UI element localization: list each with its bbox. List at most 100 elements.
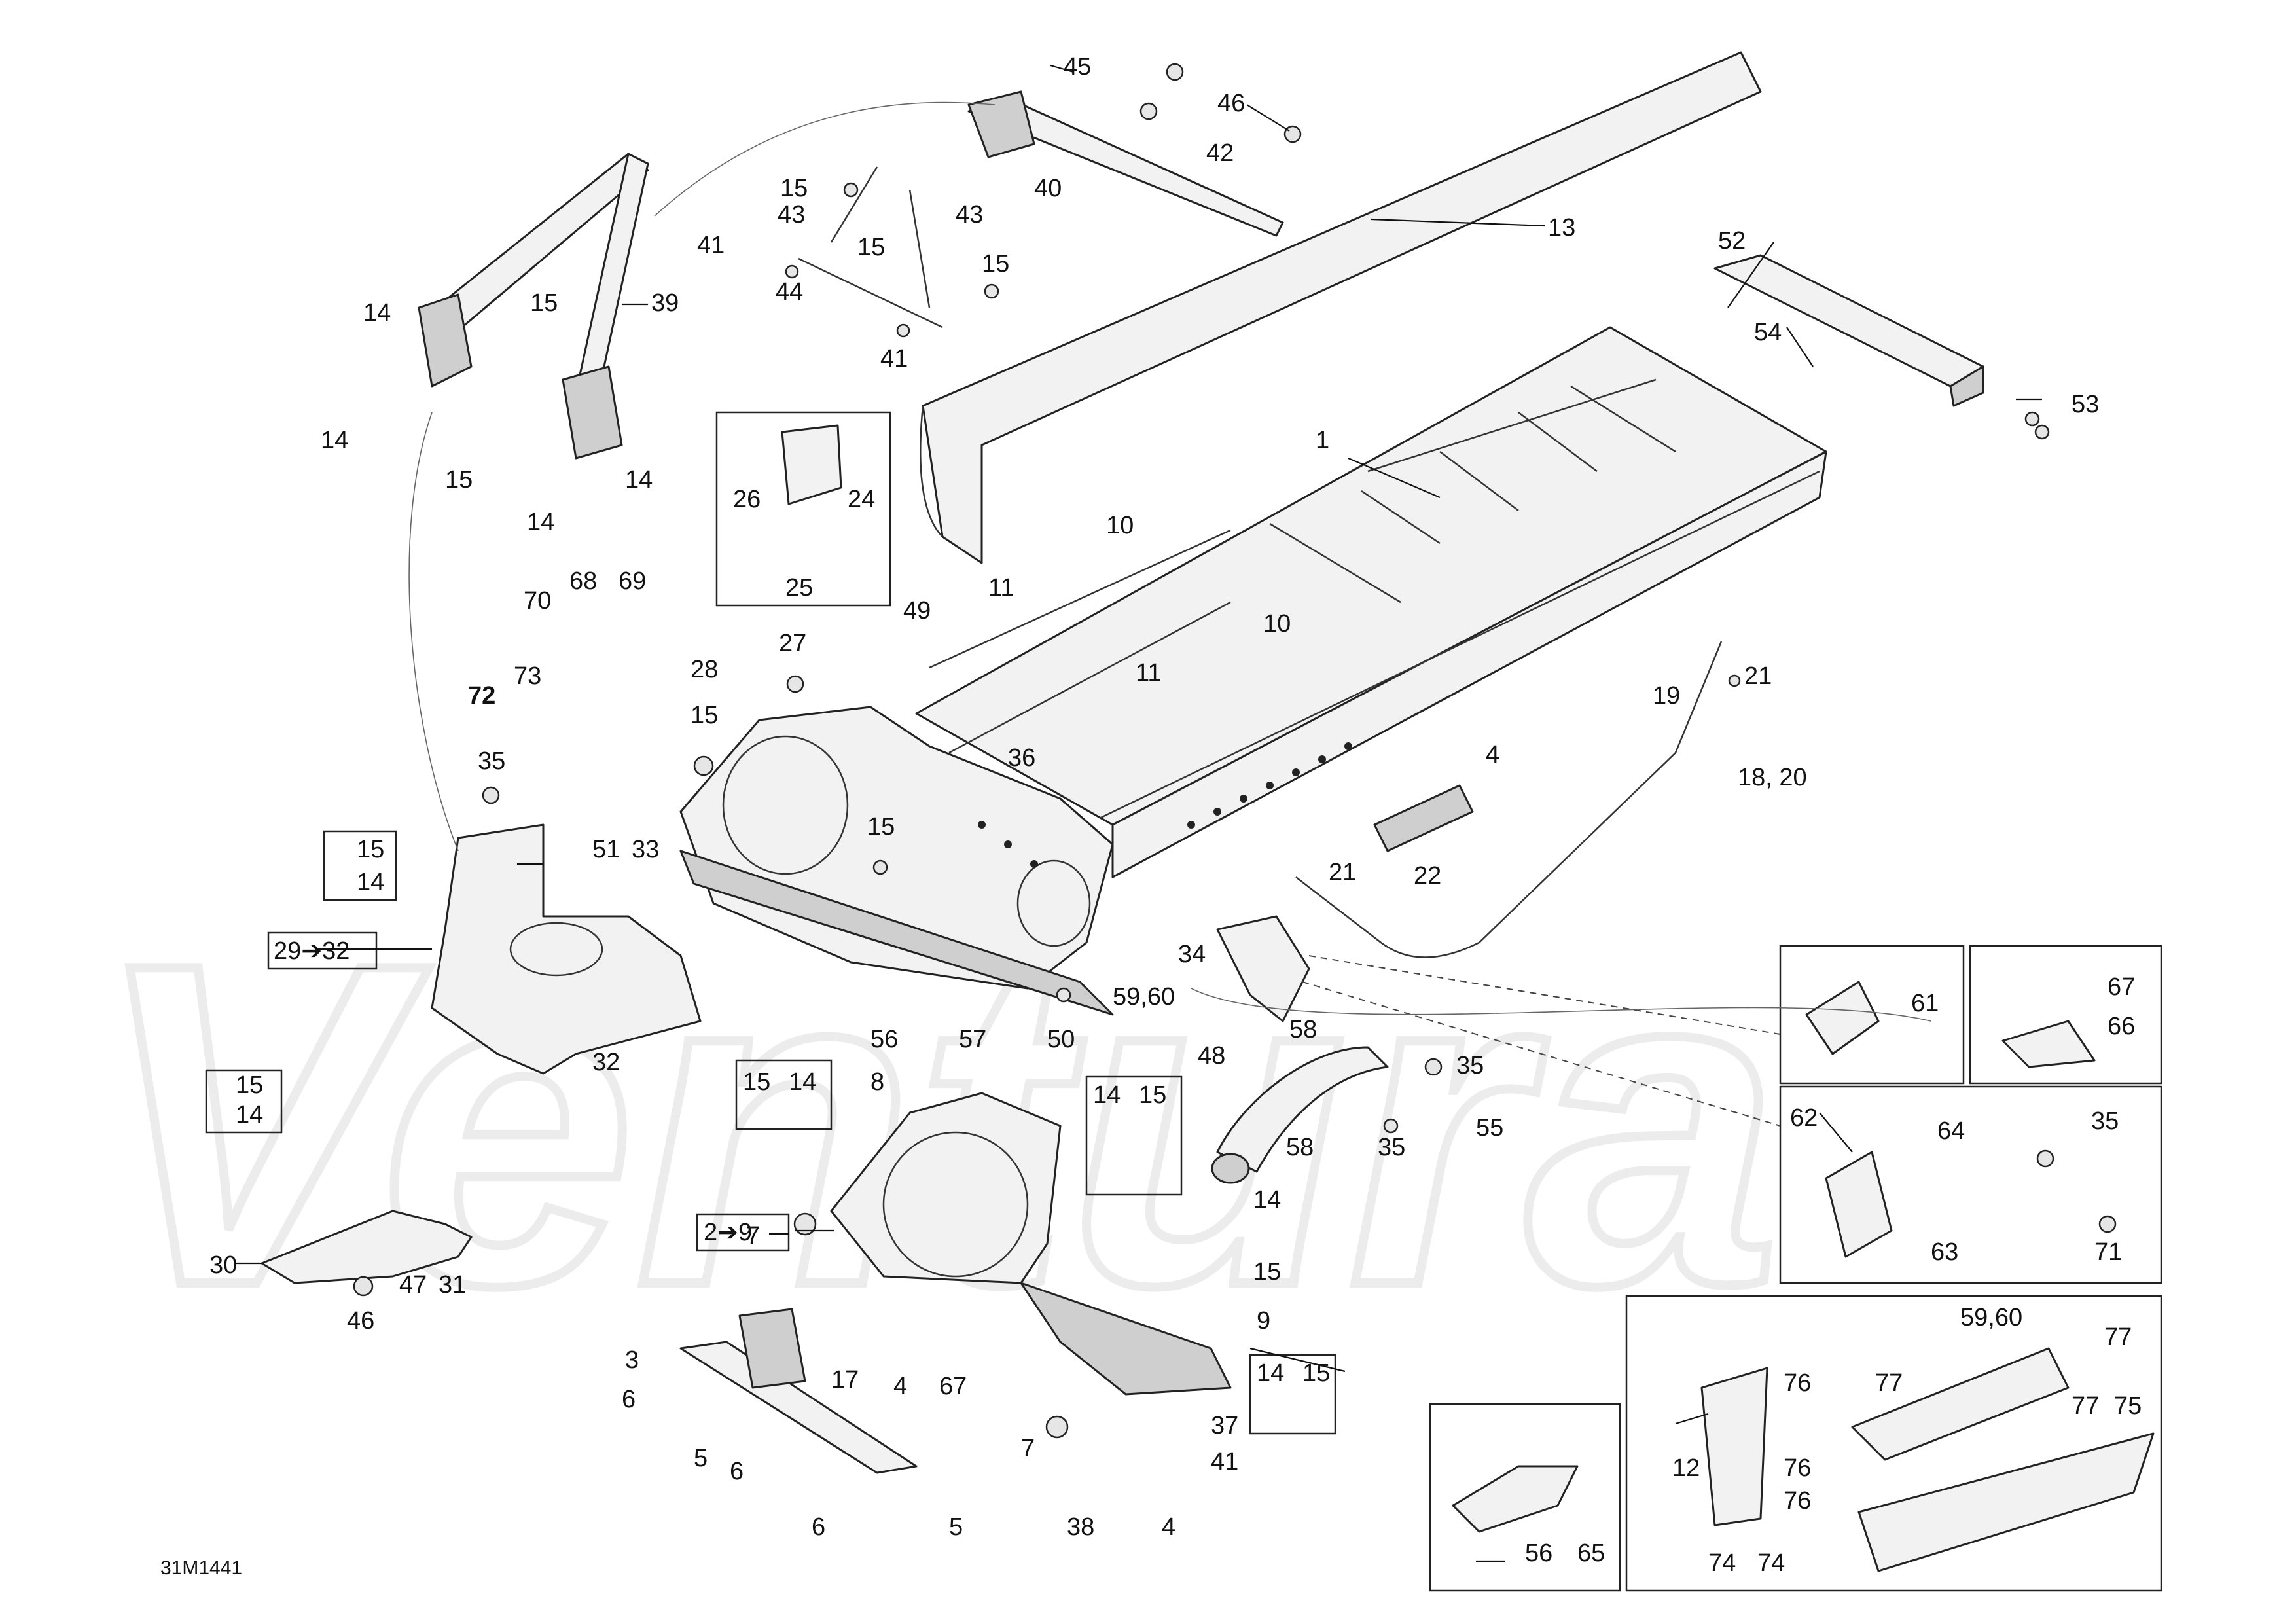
- callout-2-9: 2➔9: [704, 1219, 752, 1246]
- inset-box-56-65: [1429, 1403, 1621, 1592]
- box-15-14-d: [323, 830, 397, 901]
- box-29-32: [267, 931, 378, 970]
- callout-17: 17: [831, 1366, 859, 1394]
- callout-15-h: 15: [867, 813, 895, 840]
- rods-part-43: [830, 166, 931, 308]
- box-14-15-c: [1249, 1354, 1336, 1435]
- callout-13: 13: [1548, 214, 1575, 242]
- callout-15-b: 15: [857, 234, 885, 261]
- callout-10-a: 10: [1106, 512, 1134, 539]
- front-frame-assembly: [679, 706, 1114, 1016]
- callout-44: 44: [776, 278, 803, 306]
- callout-71: 71: [2094, 1238, 2122, 1266]
- callout-11-b: 11: [1136, 659, 1161, 687]
- callout-65: 65: [1577, 1540, 1605, 1567]
- callout-15-g: 15: [357, 836, 384, 863]
- callout-18-20: 18, 20: [1738, 764, 1807, 791]
- callout-70: 70: [524, 587, 551, 615]
- callout-4-c: 4: [1162, 1513, 1175, 1541]
- callout-52: 52: [1718, 227, 1746, 255]
- callout-6-c: 6: [812, 1513, 825, 1541]
- callout-74-b: 74: [1757, 1549, 1785, 1577]
- guide-line-61: [1308, 955, 1781, 1035]
- callout-56-b: 56: [1525, 1540, 1552, 1567]
- callout-19: 19: [1653, 682, 1680, 710]
- callout-22: 22: [1414, 862, 1441, 890]
- callout-74-a: 74: [1708, 1549, 1736, 1577]
- callout-48: 48: [1198, 1042, 1225, 1070]
- callout-72: 72: [468, 682, 495, 710]
- callout-14-f: 14: [236, 1101, 263, 1128]
- callout-69: 69: [619, 568, 646, 595]
- callout-77-c: 77: [2072, 1392, 2099, 1420]
- callout-76-b: 76: [1784, 1454, 1811, 1482]
- callout-41-b: 41: [880, 345, 908, 372]
- callout-14-a: 14: [363, 299, 391, 327]
- callout-62: 62: [1790, 1104, 1818, 1132]
- callout-35-c: 35: [1378, 1134, 1405, 1161]
- guide-curve-top: [654, 101, 996, 217]
- callout-35-d: 35: [2091, 1108, 2119, 1135]
- callout-21-b: 21: [1329, 859, 1356, 886]
- callout-64: 64: [1937, 1117, 1965, 1145]
- callout-59-60-b: 59,60: [1960, 1304, 2022, 1331]
- callout-15-e: 15: [445, 466, 473, 494]
- steering-support-part-39: [418, 153, 649, 460]
- callout-15-f: 15: [691, 702, 718, 729]
- callout-4-b: 4: [893, 1373, 907, 1400]
- callout-14-c: 14: [625, 466, 653, 494]
- bracket-part-24: [781, 424, 842, 505]
- callout-34: 34: [1178, 941, 1206, 968]
- plate-part-75: [1857, 1432, 2155, 1572]
- callout-31: 31: [439, 1271, 466, 1299]
- callout-29-32: 29➔32: [274, 937, 350, 965]
- inset-box-66-67: [1969, 945, 2162, 1085]
- callout-50: 50: [1047, 1026, 1075, 1053]
- callout-labels: 45 46 42 15 43 43 15 40 13 41 15 44 41 1…: [160, 53, 2142, 1579]
- box-14-15-b: [1085, 1075, 1183, 1196]
- inset-box-62-71: [1779, 1085, 2162, 1284]
- trim-strip-part-13: [920, 51, 1762, 564]
- callout-39: 39: [651, 289, 679, 317]
- callout-49: 49: [903, 597, 931, 624]
- reference-code: 31M1441: [160, 1557, 242, 1579]
- callout-46: 46: [1217, 90, 1245, 117]
- callout-76-c: 76: [1784, 1487, 1811, 1515]
- callout-36: 36: [1008, 744, 1035, 772]
- callout-21-a: 21: [1744, 662, 1772, 690]
- callout-24: 24: [848, 486, 875, 513]
- callout-14-g: 14: [789, 1068, 816, 1096]
- callout-35-b: 35: [1456, 1052, 1484, 1079]
- callout-14-i: 14: [1253, 1186, 1281, 1214]
- frame-holes: [978, 742, 1352, 868]
- callout-7-b: 7: [1021, 1435, 1035, 1462]
- callout-38: 38: [1067, 1513, 1094, 1541]
- callout-15-a: 15: [780, 175, 808, 202]
- callout-14-j: 14: [1257, 1360, 1284, 1387]
- guide-curve: [1191, 988, 1931, 1022]
- callout-75: 75: [2114, 1392, 2142, 1420]
- callout-5-b: 5: [949, 1513, 963, 1541]
- callout-73: 73: [514, 662, 541, 690]
- callout-6-a: 6: [622, 1386, 636, 1413]
- callout-57: 57: [959, 1026, 986, 1053]
- callout-33: 33: [632, 836, 659, 863]
- bracket-part-30: [260, 1210, 473, 1284]
- callout-14-d: 14: [527, 509, 554, 536]
- callout-58-b: 58: [1286, 1134, 1314, 1161]
- box-15-14-a: [735, 1059, 833, 1130]
- callout-45: 45: [1064, 53, 1091, 81]
- callout-51: 51: [592, 836, 620, 863]
- callout-58-a: 58: [1289, 1016, 1317, 1043]
- callout-35-a: 35: [478, 748, 505, 775]
- callout-4-a: 4: [1486, 741, 1499, 768]
- callout-1: 1: [1316, 427, 1329, 454]
- callout-15-k: 15: [1139, 1081, 1166, 1109]
- callout-54: 54: [1754, 319, 1782, 346]
- skid-plate-part-3-17: [679, 1308, 918, 1474]
- side-panel-part-29-32: [431, 823, 702, 1075]
- callout-56-a: 56: [870, 1026, 898, 1053]
- callout-9: 9: [1257, 1307, 1270, 1335]
- callout-26: 26: [733, 486, 761, 513]
- box-2-9: [696, 1213, 790, 1252]
